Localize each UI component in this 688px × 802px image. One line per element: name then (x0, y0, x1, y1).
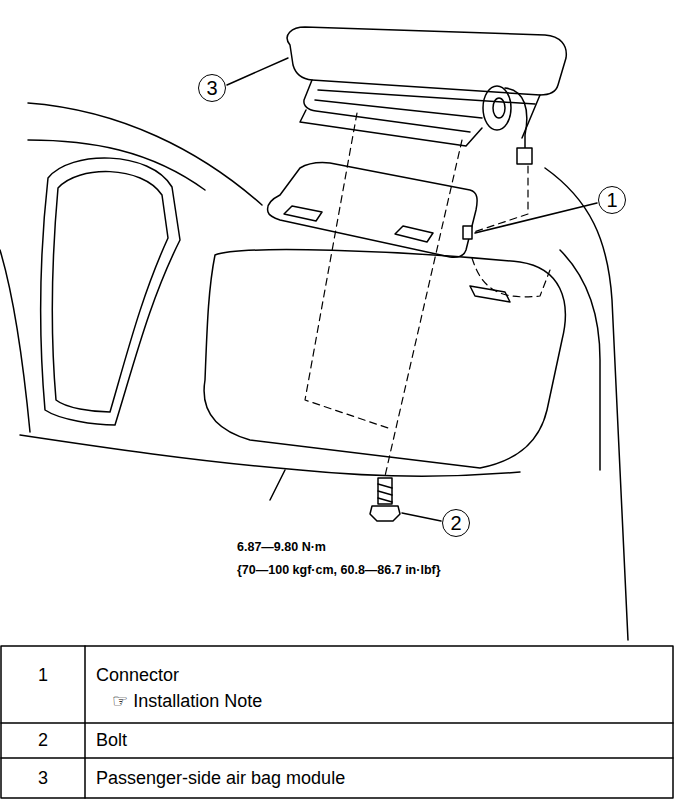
opening-tab (284, 206, 322, 221)
dash-outline (0, 250, 30, 432)
dash-outline (270, 470, 285, 500)
dash-outline (20, 435, 520, 476)
alignment-line (385, 140, 462, 476)
table-grid (1, 646, 673, 798)
table-cell: 3 (38, 769, 48, 789)
harness (505, 88, 527, 148)
module-body (522, 95, 540, 138)
callout-number: 2 (442, 509, 470, 537)
bolt (378, 478, 392, 504)
table-cell: 1 (38, 666, 48, 686)
leader-line (475, 203, 597, 233)
alignment-line (305, 113, 388, 428)
instrument-pad (52, 172, 168, 412)
glovebox (204, 250, 565, 468)
table-grid (1, 646, 673, 798)
dash-connector (463, 226, 472, 239)
module-body (304, 80, 470, 132)
module-body (318, 90, 535, 104)
dash-outline (560, 250, 600, 470)
dash-outline (545, 168, 628, 640)
hidden-outline (472, 258, 550, 297)
module-connector (517, 148, 532, 164)
callout-number: 3 (198, 74, 226, 102)
table-cell: 2 (38, 731, 48, 751)
table-cell: Bolt (96, 731, 127, 751)
torque-spec: {70—100 kgf·cm, 60.8—86.7 in·lbf} (237, 564, 441, 578)
instrument-pad (41, 158, 180, 425)
bolt (378, 484, 392, 502)
bolt (370, 506, 400, 521)
opening-tab (395, 226, 433, 242)
inflator (483, 86, 511, 130)
dash-outline (28, 140, 205, 190)
dash-outline (28, 103, 262, 205)
table-cell: Connector (96, 666, 179, 686)
table-cell: ☞ Installation Note (112, 692, 262, 712)
leader-line (227, 58, 288, 85)
table-cell: Passenger-side air bag module (96, 769, 345, 789)
inflator (493, 98, 505, 118)
module-lid (287, 27, 566, 95)
module-body (315, 100, 482, 118)
callout-number: 1 (598, 186, 626, 214)
torque-spec: 6.87—9.80 N·m (237, 541, 326, 555)
leader-line (402, 513, 441, 521)
